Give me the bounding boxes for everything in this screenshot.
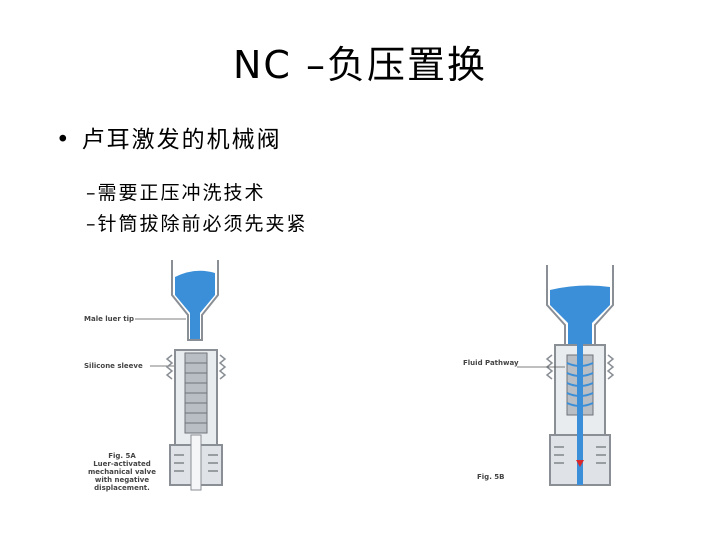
sleeve-ridges <box>185 362 207 424</box>
fluid-path-b <box>577 295 583 485</box>
slide-title: NC –负压置换 <box>232 43 488 87</box>
bullet-dot: • <box>56 127 72 153</box>
base-threads-b <box>554 446 606 464</box>
syringe-fluid <box>175 270 215 339</box>
figure-5a: Male luer tip Silicone sleeve Fig. 5A Lu… <box>80 255 340 505</box>
figure-5b: Fluid Pathway Fig. 5B <box>455 255 655 510</box>
label-silicone-sleeve: Silicone sleeve <box>84 362 143 370</box>
sub-item-2: –针筒拔除前必须先夹紧 <box>86 213 308 235</box>
label-male-luer-tip: Male luer tip <box>84 315 135 323</box>
bullet-item: • 卢耳激发的机械阀 <box>56 120 282 154</box>
flow-arrow-b <box>576 460 584 467</box>
valve-diagram-a <box>135 260 227 491</box>
figure-5b-caption: Fig. 5B <box>477 473 505 481</box>
outlet-channel <box>190 434 202 491</box>
sub-item-1: –需要正压冲洗技术 <box>86 182 266 204</box>
valve-diagram-b <box>517 265 615 486</box>
base-threads <box>174 454 218 472</box>
syringe-hub <box>171 260 219 341</box>
label-fluid-pathway: Fluid Pathway <box>463 359 519 367</box>
bullet-text: 卢耳激发的机械阀 <box>81 127 282 153</box>
outer-threads <box>165 354 227 380</box>
figure-5a-caption: Fig. 5A Luer-activated mechanical valve … <box>88 452 156 492</box>
